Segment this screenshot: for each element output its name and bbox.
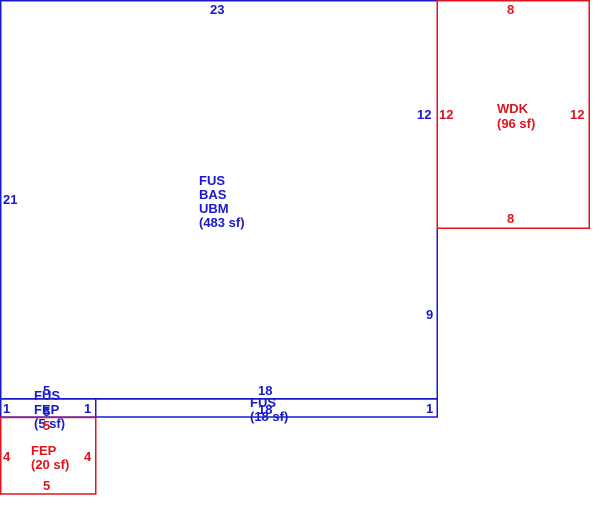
strip-right-right-dimension: 1 — [426, 401, 433, 416]
strip-left-code-2: FEP — [34, 402, 60, 417]
porch-area-value: (20 sf) — [31, 457, 69, 472]
main-right-lower-dimension: 9 — [426, 307, 433, 322]
main-code-1: FUS — [199, 173, 225, 188]
deck-left-dimension: 12 — [439, 107, 453, 122]
porch-bottom-dimension: 5 — [43, 478, 50, 493]
main-area-value: (483 sf) — [199, 215, 245, 230]
strip-right-code: FUS — [250, 395, 276, 410]
strip-right-outline — [95, 398, 438, 418]
deck-code: WDK — [497, 101, 529, 116]
strip-right-area-value: (18 sf) — [250, 409, 288, 424]
main-left-dimension: 21 — [3, 192, 17, 207]
deck-bottom-dimension: 8 — [507, 211, 514, 226]
main-right-upper-dimension: 12 — [417, 107, 431, 122]
strip-left-code-1: FUS — [34, 388, 60, 403]
porch-right-dimension: 4 — [84, 449, 92, 464]
porch-top-dimension: 5 — [43, 418, 50, 433]
deck-top-dimension: 8 — [507, 2, 514, 17]
main-top-dimension: 23 — [210, 2, 224, 17]
porch-left-dimension: 4 — [3, 449, 11, 464]
porch-code: FEP — [31, 443, 57, 458]
main-code-3: UBM — [199, 201, 229, 216]
strip-left-left-dimension: 1 — [3, 401, 10, 416]
deck-right-dimension: 12 — [570, 107, 584, 122]
strip-right-top-dimension: 18 — [258, 383, 272, 398]
strip-right-bottom-dimension: 18 — [258, 402, 272, 417]
porch-outline — [0, 416, 97, 495]
deck-area-value: (96 sf) — [497, 116, 535, 131]
deck-outline — [436, 0, 590, 229]
strip-left-area-value: (5 sf) — [34, 416, 65, 431]
strip-left-bottom-dimension: 5 — [43, 404, 50, 419]
strip-left-right-dimension: 1 — [84, 401, 91, 416]
strip-left-top-dimension: 5 — [43, 383, 50, 398]
main-code-2: BAS — [199, 187, 227, 202]
